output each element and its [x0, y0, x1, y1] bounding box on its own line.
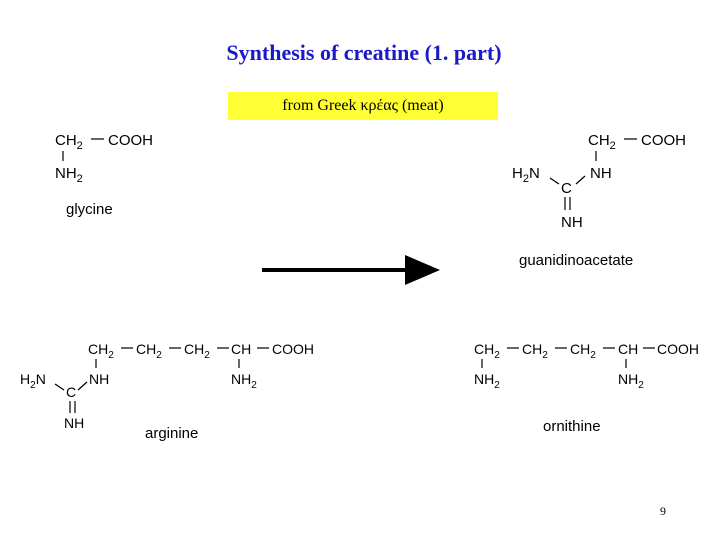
cooh-group: COOH — [108, 132, 153, 149]
ch-group: CH — [618, 341, 638, 357]
slide-title: Synthesis of creatine (1. part) — [226, 40, 502, 65]
bond — [54, 383, 65, 391]
ch2-group: CH2 — [522, 341, 548, 361]
glycine-structure: CH2 COOH NH2 — [55, 132, 153, 185]
bond — [77, 381, 88, 391]
arginine-structure: CH2 CH2 CH2 CH COOH NH2 NH H2N C NH — [20, 341, 314, 431]
ch2-group: CH2 — [588, 132, 616, 152]
h2n-group: H2N — [20, 371, 46, 391]
guanidinoacetate-label: guanidinoacetate — [519, 252, 634, 269]
cooh-group: COOH — [272, 341, 314, 357]
ch2-group: CH2 — [88, 341, 114, 361]
guanidinoacetate-structure: CH2 COOH NH H2N C NH — [512, 132, 686, 231]
ornithine-structure: CH2 CH2 CH2 CH COOH NH2 NH2 — [474, 341, 699, 391]
nh2-group: NH2 — [618, 371, 644, 391]
glycine-label: glycine — [66, 201, 113, 218]
ch2-group: CH2 — [55, 132, 83, 152]
ch-group: CH — [231, 341, 251, 357]
h2n-group: H2N — [512, 165, 540, 185]
bond — [549, 177, 560, 185]
page-number: 9 — [660, 504, 666, 518]
ornithine-label: ornithine — [543, 418, 601, 435]
reaction-arrow — [262, 255, 440, 285]
bond — [575, 175, 586, 185]
carbon-atom: C — [561, 180, 572, 197]
ch2-group: CH2 — [184, 341, 210, 361]
nh2-group: NH2 — [474, 371, 500, 391]
nh-group: NH — [64, 415, 84, 431]
nh2-group: NH2 — [231, 371, 257, 391]
cooh-group: COOH — [641, 132, 686, 149]
ch2-group: CH2 — [474, 341, 500, 361]
nh-group: NH — [89, 371, 109, 387]
nh2-group: NH2 — [55, 165, 83, 185]
carbon-atom: C — [66, 384, 76, 400]
subtitle-banner: from Greek κρέας (meat) — [228, 92, 498, 120]
nh-group: NH — [561, 214, 583, 231]
cooh-group: COOH — [657, 341, 699, 357]
arginine-label: arginine — [145, 425, 199, 442]
ch2-group: CH2 — [570, 341, 596, 361]
nh-group: NH — [590, 165, 612, 182]
ch2-group: CH2 — [136, 341, 162, 361]
